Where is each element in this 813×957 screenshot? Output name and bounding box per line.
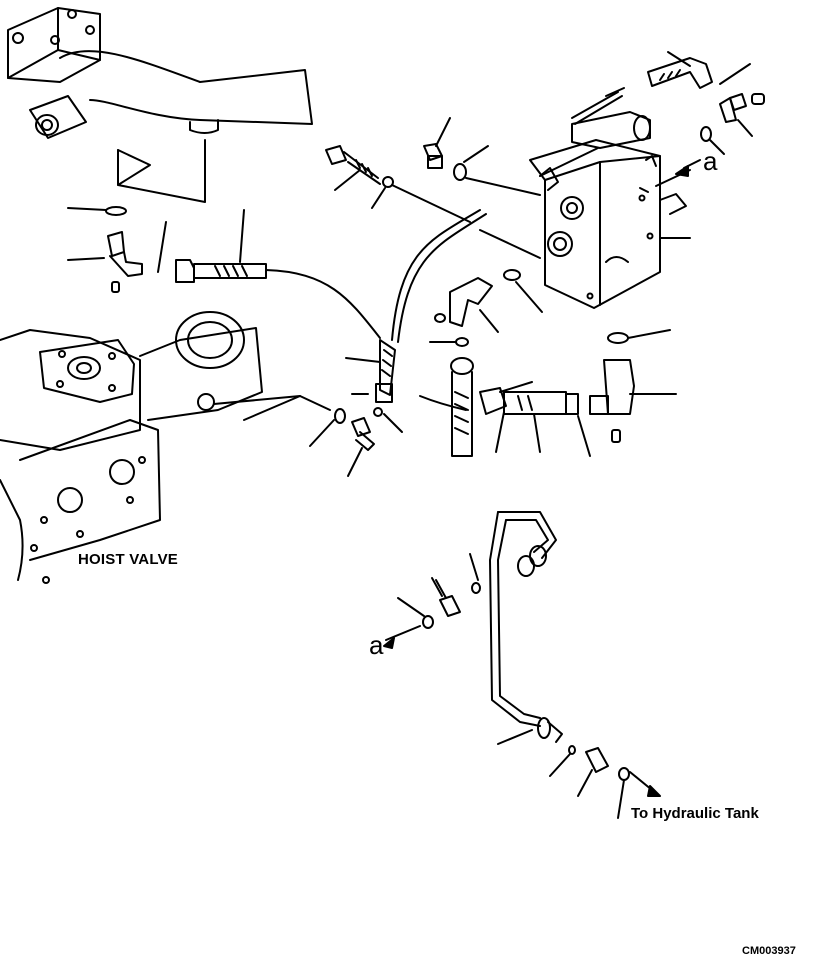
pump-assembly bbox=[0, 312, 330, 583]
connection-a-lower-label: a bbox=[369, 630, 384, 660]
right-elbow bbox=[430, 270, 542, 346]
lower-pipe-assembly bbox=[384, 160, 700, 818]
hoist-valve-label: HOIST VALVE bbox=[78, 551, 178, 568]
center-small-fittings bbox=[310, 408, 402, 476]
main-valve-block bbox=[480, 112, 690, 308]
middle-hose bbox=[346, 210, 486, 402]
top-right-pipe bbox=[572, 52, 764, 154]
bolt-washer bbox=[326, 146, 470, 222]
plug-oring bbox=[424, 118, 540, 195]
drawing-code-label: CM003937 bbox=[742, 945, 796, 957]
connection-a-upper-label: a bbox=[703, 146, 718, 176]
central-hose bbox=[420, 358, 590, 456]
upper-left-valve-assembly bbox=[8, 8, 312, 202]
right-tee-fitting bbox=[590, 330, 676, 442]
hydraulic-tank-label: To Hydraulic Tank bbox=[631, 805, 759, 822]
left-fittings bbox=[68, 207, 380, 338]
